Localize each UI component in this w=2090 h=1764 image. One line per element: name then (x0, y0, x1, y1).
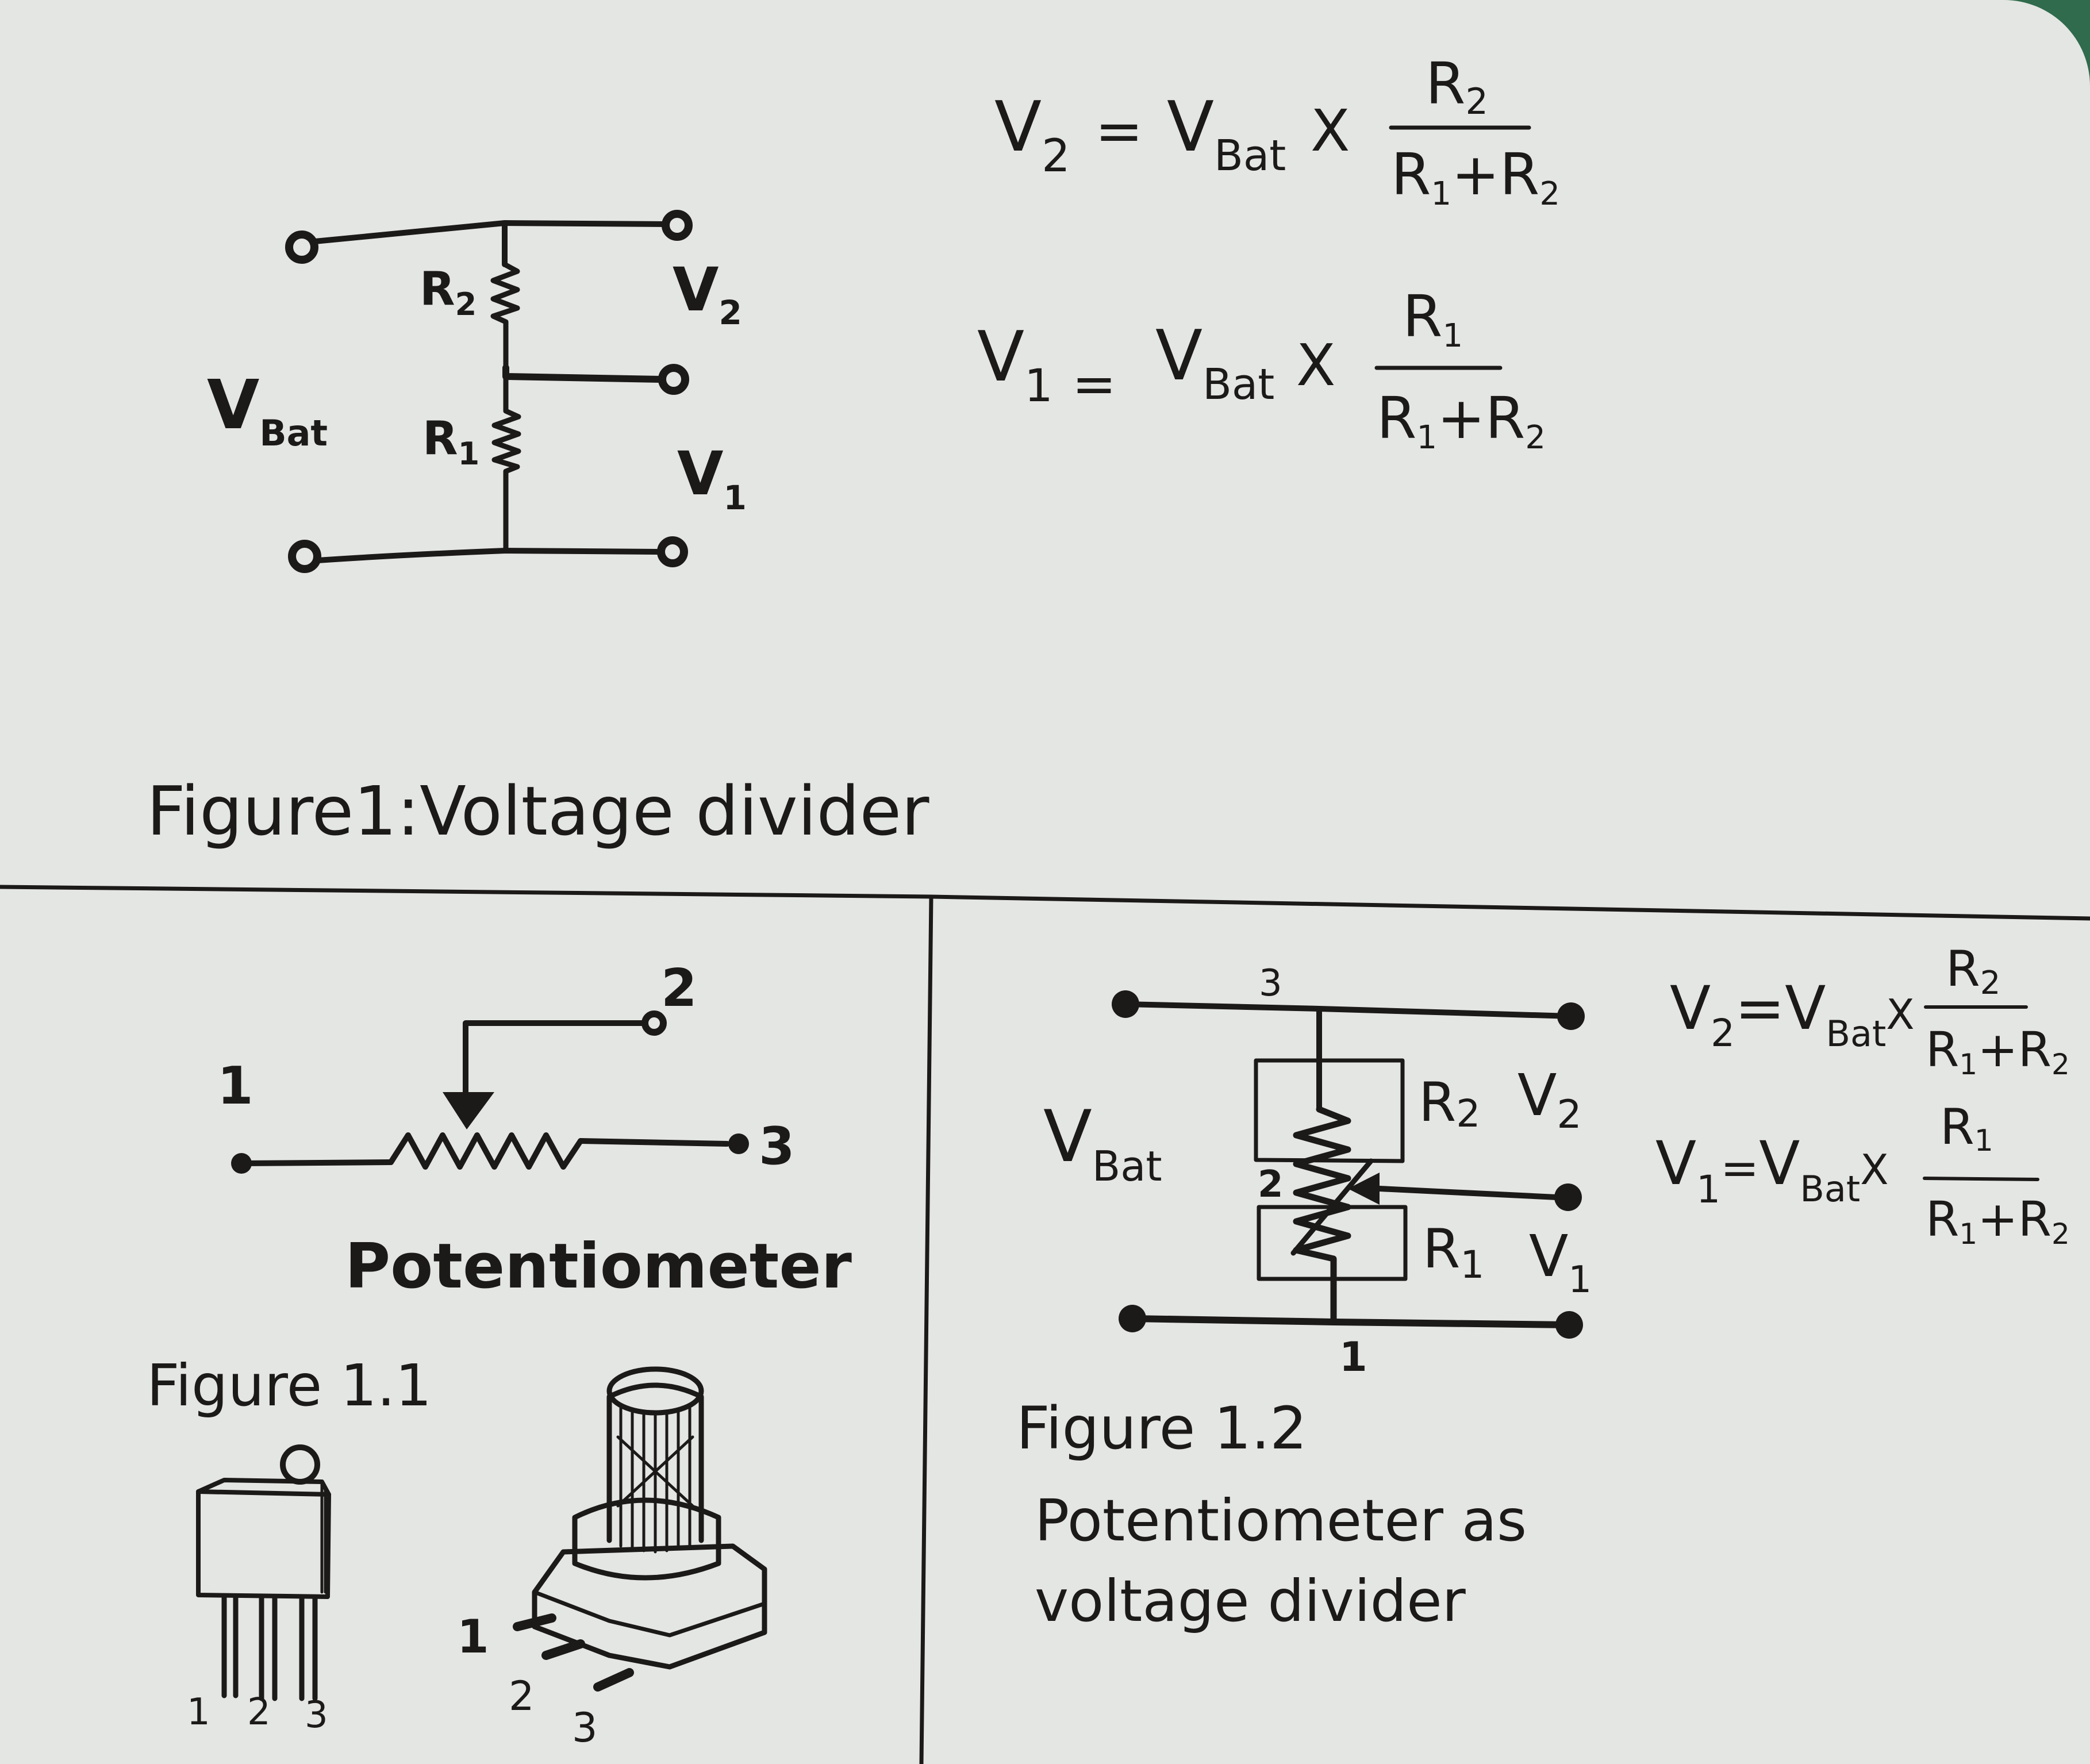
vbat-label: VBat (207, 365, 328, 454)
f12-eq-v1-fraction-bar (1923, 1177, 2039, 1181)
trimmer-potentiometer-sketch: 1 2 3 (187, 1444, 331, 1736)
f12-r1-box (1257, 1205, 1408, 1281)
f12-wiper-arrow (1348, 1173, 1380, 1205)
rotary-pin-1: 1 (457, 1610, 489, 1663)
rotary-pins (513, 1613, 634, 1692)
wire-middle (502, 364, 666, 383)
f12-r2-label: R2 (1419, 1071, 1480, 1136)
trimmer-body (196, 1489, 331, 1599)
figure-1-2-caption-line1: Figure 1.2 (1016, 1394, 1307, 1463)
equation-v2: V2 = VBat X R2 R1+R2 (994, 50, 1560, 213)
rotary-shaft-knurl (616, 1406, 694, 1554)
eq-v2-lhs: V2 (994, 87, 1070, 182)
trimmer-pin-3: 3 (305, 1694, 328, 1736)
f12-eq-v2-denominator: R1+R2 (1926, 1021, 2070, 1081)
terminal-bottom-right (657, 536, 688, 567)
f12-vbat-label: VBat (1043, 1096, 1162, 1190)
pot-wiper-wire (463, 1020, 647, 1095)
vertical-divider-line (919, 894, 933, 1764)
figure-1-2-caption-line2: Potentiometer as (1035, 1487, 1527, 1554)
f12-equation-v2: V2=VBatX R2 R1+R2 (1670, 940, 2070, 1081)
figure-1-2-pot-divider: 3 2 1 VBat R2 R1 V2 V1 Figure 1.2 Potent… (1016, 940, 2070, 1635)
eq-v1-vbat: VBat (1155, 316, 1274, 409)
wire-top (312, 220, 669, 244)
eq-v1-numerator: R1 (1403, 283, 1463, 355)
f12-v1-label: V1 (1529, 1223, 1592, 1301)
pot-wire-right (578, 1138, 730, 1147)
f12-wire-bottom (1129, 1315, 1573, 1328)
eq-v2-denominator: R1+R2 (1391, 141, 1560, 213)
figure-1-caption: Figure1:Voltage divider (147, 771, 929, 851)
f12-wiper-wire (1377, 1186, 1559, 1200)
r2-label: R2 (420, 262, 477, 322)
rotary-pin-3: 3 (572, 1704, 598, 1751)
figure-1-voltage-divider: VBat R2 R1 V2 V1 Figure1:Voltage divider (147, 210, 929, 851)
f12-pin-3: 3 (1259, 962, 1282, 1005)
rotary-potentiometer-sketch: 1 2 3 (457, 1366, 767, 1751)
f12-eq-v1-lhs: V1=VBatX (1655, 1128, 1889, 1212)
trimmer-pin-1: 1 (187, 1691, 210, 1734)
eq-v2-vbat: VBat (1167, 87, 1286, 180)
f12-terminal-mid-right (1554, 1183, 1582, 1211)
figure-1-1-potentiometer: 1 2 3 Potentiometer Figure 1.1 1 2 3 1 2 (147, 958, 852, 1751)
r1-label: R1 (422, 412, 479, 472)
f12-r1-label: R1 (1423, 1218, 1484, 1287)
potentiometer-title: Potentiometer (345, 1231, 852, 1302)
wire-bottom (314, 548, 664, 563)
pot-pin-3-dot (728, 1133, 749, 1154)
trimmer-pin-2: 2 (247, 1691, 271, 1734)
eq-v1-lhs: V1 (977, 317, 1053, 412)
pot-wiper-arrow (443, 1092, 494, 1129)
f12-eq-v2-numerator: R2 (1946, 940, 2000, 1002)
f12-r2-box (1254, 1058, 1405, 1163)
f12-eq-v1-denominator: R1+R2 (1926, 1191, 2070, 1251)
trimmer-side-shade (320, 1480, 327, 1594)
pot-pin-1-label: 1 (217, 1056, 253, 1116)
resistor-r2-symbol (490, 262, 520, 371)
eq-v2-numerator: R2 (1426, 50, 1488, 122)
pot-wire-left (239, 1159, 394, 1166)
resistor-r1-symbol (491, 376, 521, 552)
terminal-bottom-left (288, 540, 321, 573)
terminal-top-left (285, 230, 318, 264)
trimmer-legs (221, 1594, 318, 1701)
rotary-pin-2: 2 (509, 1673, 535, 1720)
v2-label: V2 (673, 255, 742, 332)
eq-v2-times: X (1311, 97, 1350, 164)
terminal-top-right (662, 210, 693, 241)
f12-pin-1: 1 (1339, 1333, 1367, 1381)
v1-label: V1 (677, 439, 747, 517)
eq-v1-denominator: R1+R2 (1377, 385, 1546, 456)
f12-wire-top (1123, 1001, 1574, 1019)
rotary-base-top (532, 1590, 767, 1638)
f12-pin-2: 2 (1258, 1163, 1284, 1206)
equation-v1: V1 = VBat X R1 R1+R2 (977, 283, 1546, 456)
pot-resistor-zigzag (388, 1132, 583, 1170)
trimmer-adjust-screw (280, 1444, 320, 1485)
eq-v1-equals: = (1072, 353, 1116, 415)
rotary-base (532, 1543, 767, 1670)
f12-equation-v1: V1=VBatX R1 R1+R2 (1655, 1098, 2070, 1251)
horizontal-divider-line (0, 885, 2090, 921)
figure-1-2-caption-line3: voltage divider (1035, 1567, 1466, 1635)
eq-v1-times: X (1296, 332, 1336, 399)
pot-pin-2-label: 2 (661, 958, 697, 1019)
rotary-collar (572, 1497, 721, 1581)
rotary-shaft (606, 1382, 704, 1543)
f12-eq-v2-lhs: V2=VBatX (1670, 973, 1915, 1055)
eq-v2-equals: = (1095, 97, 1143, 164)
f12-v2-label: V2 (1517, 1062, 1582, 1137)
figure-1-1-caption: Figure 1.1 (147, 1352, 432, 1419)
f12-eq-v1-numerator: R1 (1940, 1098, 1993, 1158)
pot-pin-3-label: 3 (759, 1116, 795, 1177)
